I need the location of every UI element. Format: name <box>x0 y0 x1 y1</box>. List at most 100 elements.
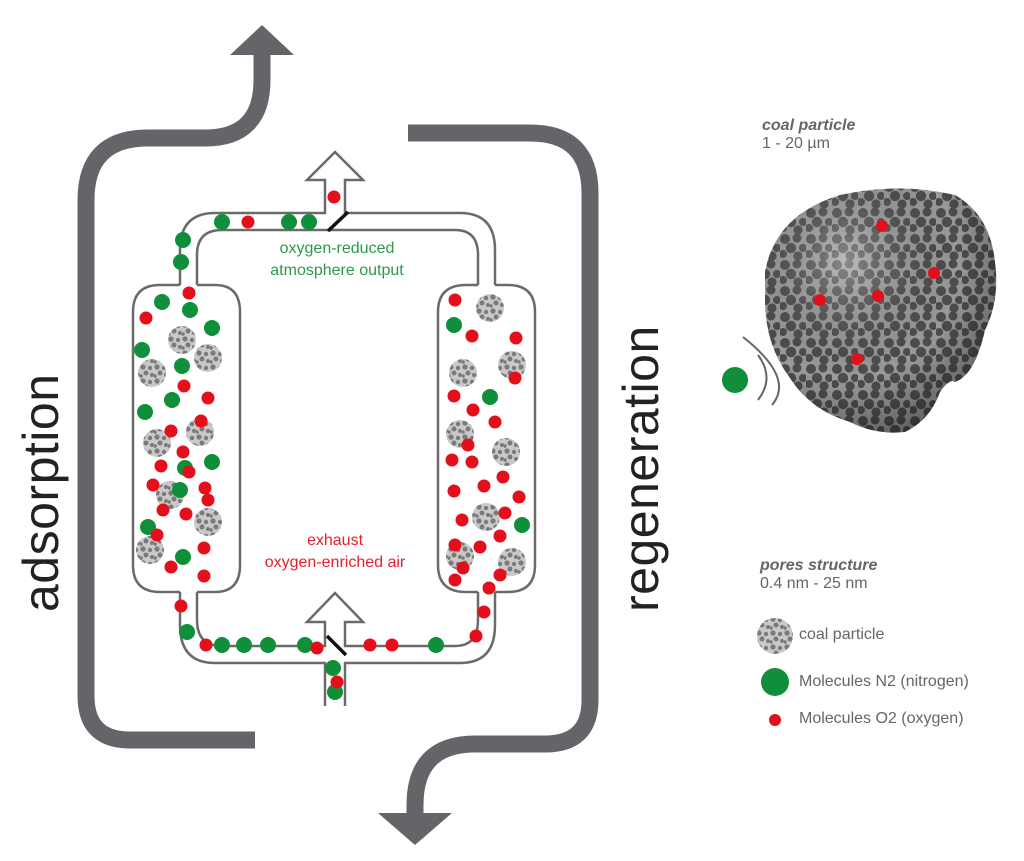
oxygen-molecule <box>477 605 491 619</box>
coal-particle <box>194 508 222 536</box>
coal-particle <box>498 548 526 576</box>
nitrogen-molecule <box>482 389 498 405</box>
nitrogen-molecule <box>137 404 153 420</box>
oxygen-molecule <box>150 528 164 542</box>
oxygen-molecule <box>199 638 213 652</box>
regeneration-label: regeneration <box>613 325 669 612</box>
oxygen-molecule <box>310 641 324 655</box>
coal-particle <box>449 359 477 387</box>
oxygen-molecule <box>179 507 193 521</box>
oxygen-molecule <box>327 190 341 204</box>
adsorbed-oxygen-molecule <box>876 220 888 232</box>
nitrogen-molecule <box>164 392 180 408</box>
coal-particle <box>138 359 166 387</box>
oxygen-molecule <box>461 438 475 452</box>
oxygen-molecule <box>330 675 344 689</box>
coal-particle-info: coal particle 1 - 20 µm <box>762 117 855 153</box>
nitrogen-molecule <box>204 454 220 470</box>
oxygen-molecule <box>198 481 212 495</box>
oxygen-molecule <box>466 403 480 417</box>
oxygen-molecule <box>146 478 160 492</box>
oxygen-molecule <box>496 470 510 484</box>
oxygen-molecule <box>447 389 461 403</box>
coal-particle-illustration <box>765 188 997 433</box>
oxygen-molecule <box>465 455 479 469</box>
oxygen-molecule <box>509 331 523 345</box>
oxygen-molecule-icon <box>769 714 781 726</box>
nitrogen-molecule <box>325 660 341 676</box>
legend-item-nitrogen: Molecules N2 (nitrogen) <box>799 673 969 690</box>
oxygen-molecule <box>174 599 188 613</box>
oxygen-molecule <box>164 560 178 574</box>
oxygen-molecule <box>445 453 459 467</box>
nitrogen-molecule <box>514 517 530 533</box>
coal-particle-title: coal particle <box>762 117 856 134</box>
nitrogen-molecule <box>179 624 195 640</box>
oxygen-molecule <box>465 329 479 343</box>
nitrogen-molecule <box>204 320 220 336</box>
nitrogen-molecule <box>297 637 313 653</box>
oxygen-molecule <box>448 573 462 587</box>
approaching-nitrogen-molecule <box>722 367 748 393</box>
bottom-valve <box>325 634 348 657</box>
coal-particle <box>194 344 222 372</box>
oxygen-molecule <box>456 561 470 575</box>
exhaust-label: exhaust oxygen-enriched air <box>240 530 430 574</box>
adsorbed-oxygen-molecule <box>872 290 884 302</box>
oxygen-molecule <box>473 540 487 554</box>
oxygen-molecule <box>194 414 208 428</box>
oxygen-molecule <box>176 445 190 459</box>
legend-item-coal-particle: coal particle <box>799 626 885 643</box>
oxygen-molecule <box>201 391 215 405</box>
oxygen-molecule <box>177 379 191 393</box>
exhaust-label-line2: oxygen-enriched air <box>264 554 406 571</box>
oxygen-molecule <box>139 311 153 325</box>
nitrogen-molecule-icon <box>761 668 789 696</box>
output-label-line1: oxygen-reduced <box>279 240 395 257</box>
regeneration-flow-arrow <box>378 124 599 845</box>
oxygen-molecule <box>477 479 491 493</box>
coal-particle-icon <box>757 618 793 654</box>
deflection-arc-icon <box>742 336 781 406</box>
nitrogen-molecule <box>182 302 198 318</box>
oxygen-molecule <box>197 541 211 555</box>
nitrogen-molecule <box>154 294 170 310</box>
oxygen-molecule <box>493 568 507 582</box>
nitrogen-molecule <box>173 254 189 270</box>
oxygen-molecule <box>385 638 399 652</box>
legend-item-oxygen: Molecules O2 (oxygen) <box>799 710 964 727</box>
pores-structure-title: pores structure <box>760 557 878 574</box>
output-label-line2: atmosphere output <box>270 262 404 279</box>
coal-particle <box>492 438 520 466</box>
oxygen-molecule <box>447 484 461 498</box>
output-label: oxygen-reduced atmosphere output <box>252 238 422 282</box>
coal-particle <box>498 351 526 379</box>
oxygen-molecule <box>197 569 211 583</box>
coal-particle <box>143 429 171 457</box>
nitrogen-molecule <box>446 317 462 333</box>
nitrogen-molecule <box>172 482 188 498</box>
nitrogen-molecule <box>281 214 297 230</box>
coal-particle <box>476 294 504 322</box>
oxygen-molecule <box>182 465 196 479</box>
nitrogen-molecule <box>175 232 191 248</box>
nitrogen-molecule <box>134 342 150 358</box>
adsorbed-oxygen-molecule <box>928 267 940 279</box>
oxygen-molecule <box>508 371 522 385</box>
nitrogen-molecule <box>214 637 230 653</box>
nitrogen-molecule <box>260 637 276 653</box>
molecules-layer <box>134 190 530 700</box>
pores-structure-info: pores structure 0.4 nm - 25 nm <box>760 557 877 593</box>
nitrogen-molecule <box>174 358 190 374</box>
nitrogen-molecule <box>236 637 252 653</box>
pores-structure-size: 0.4 nm - 25 nm <box>760 575 868 592</box>
oxygen-molecule <box>448 293 462 307</box>
top-valve <box>326 210 350 233</box>
oxygen-molecule <box>455 513 469 527</box>
adsorbed-oxygen-molecule <box>814 294 826 306</box>
oxygen-molecule <box>448 538 462 552</box>
exhaust-label-line1: exhaust <box>306 532 364 549</box>
nitrogen-molecule <box>214 214 230 230</box>
coal-particle-size: 1 - 20 µm <box>762 135 830 152</box>
